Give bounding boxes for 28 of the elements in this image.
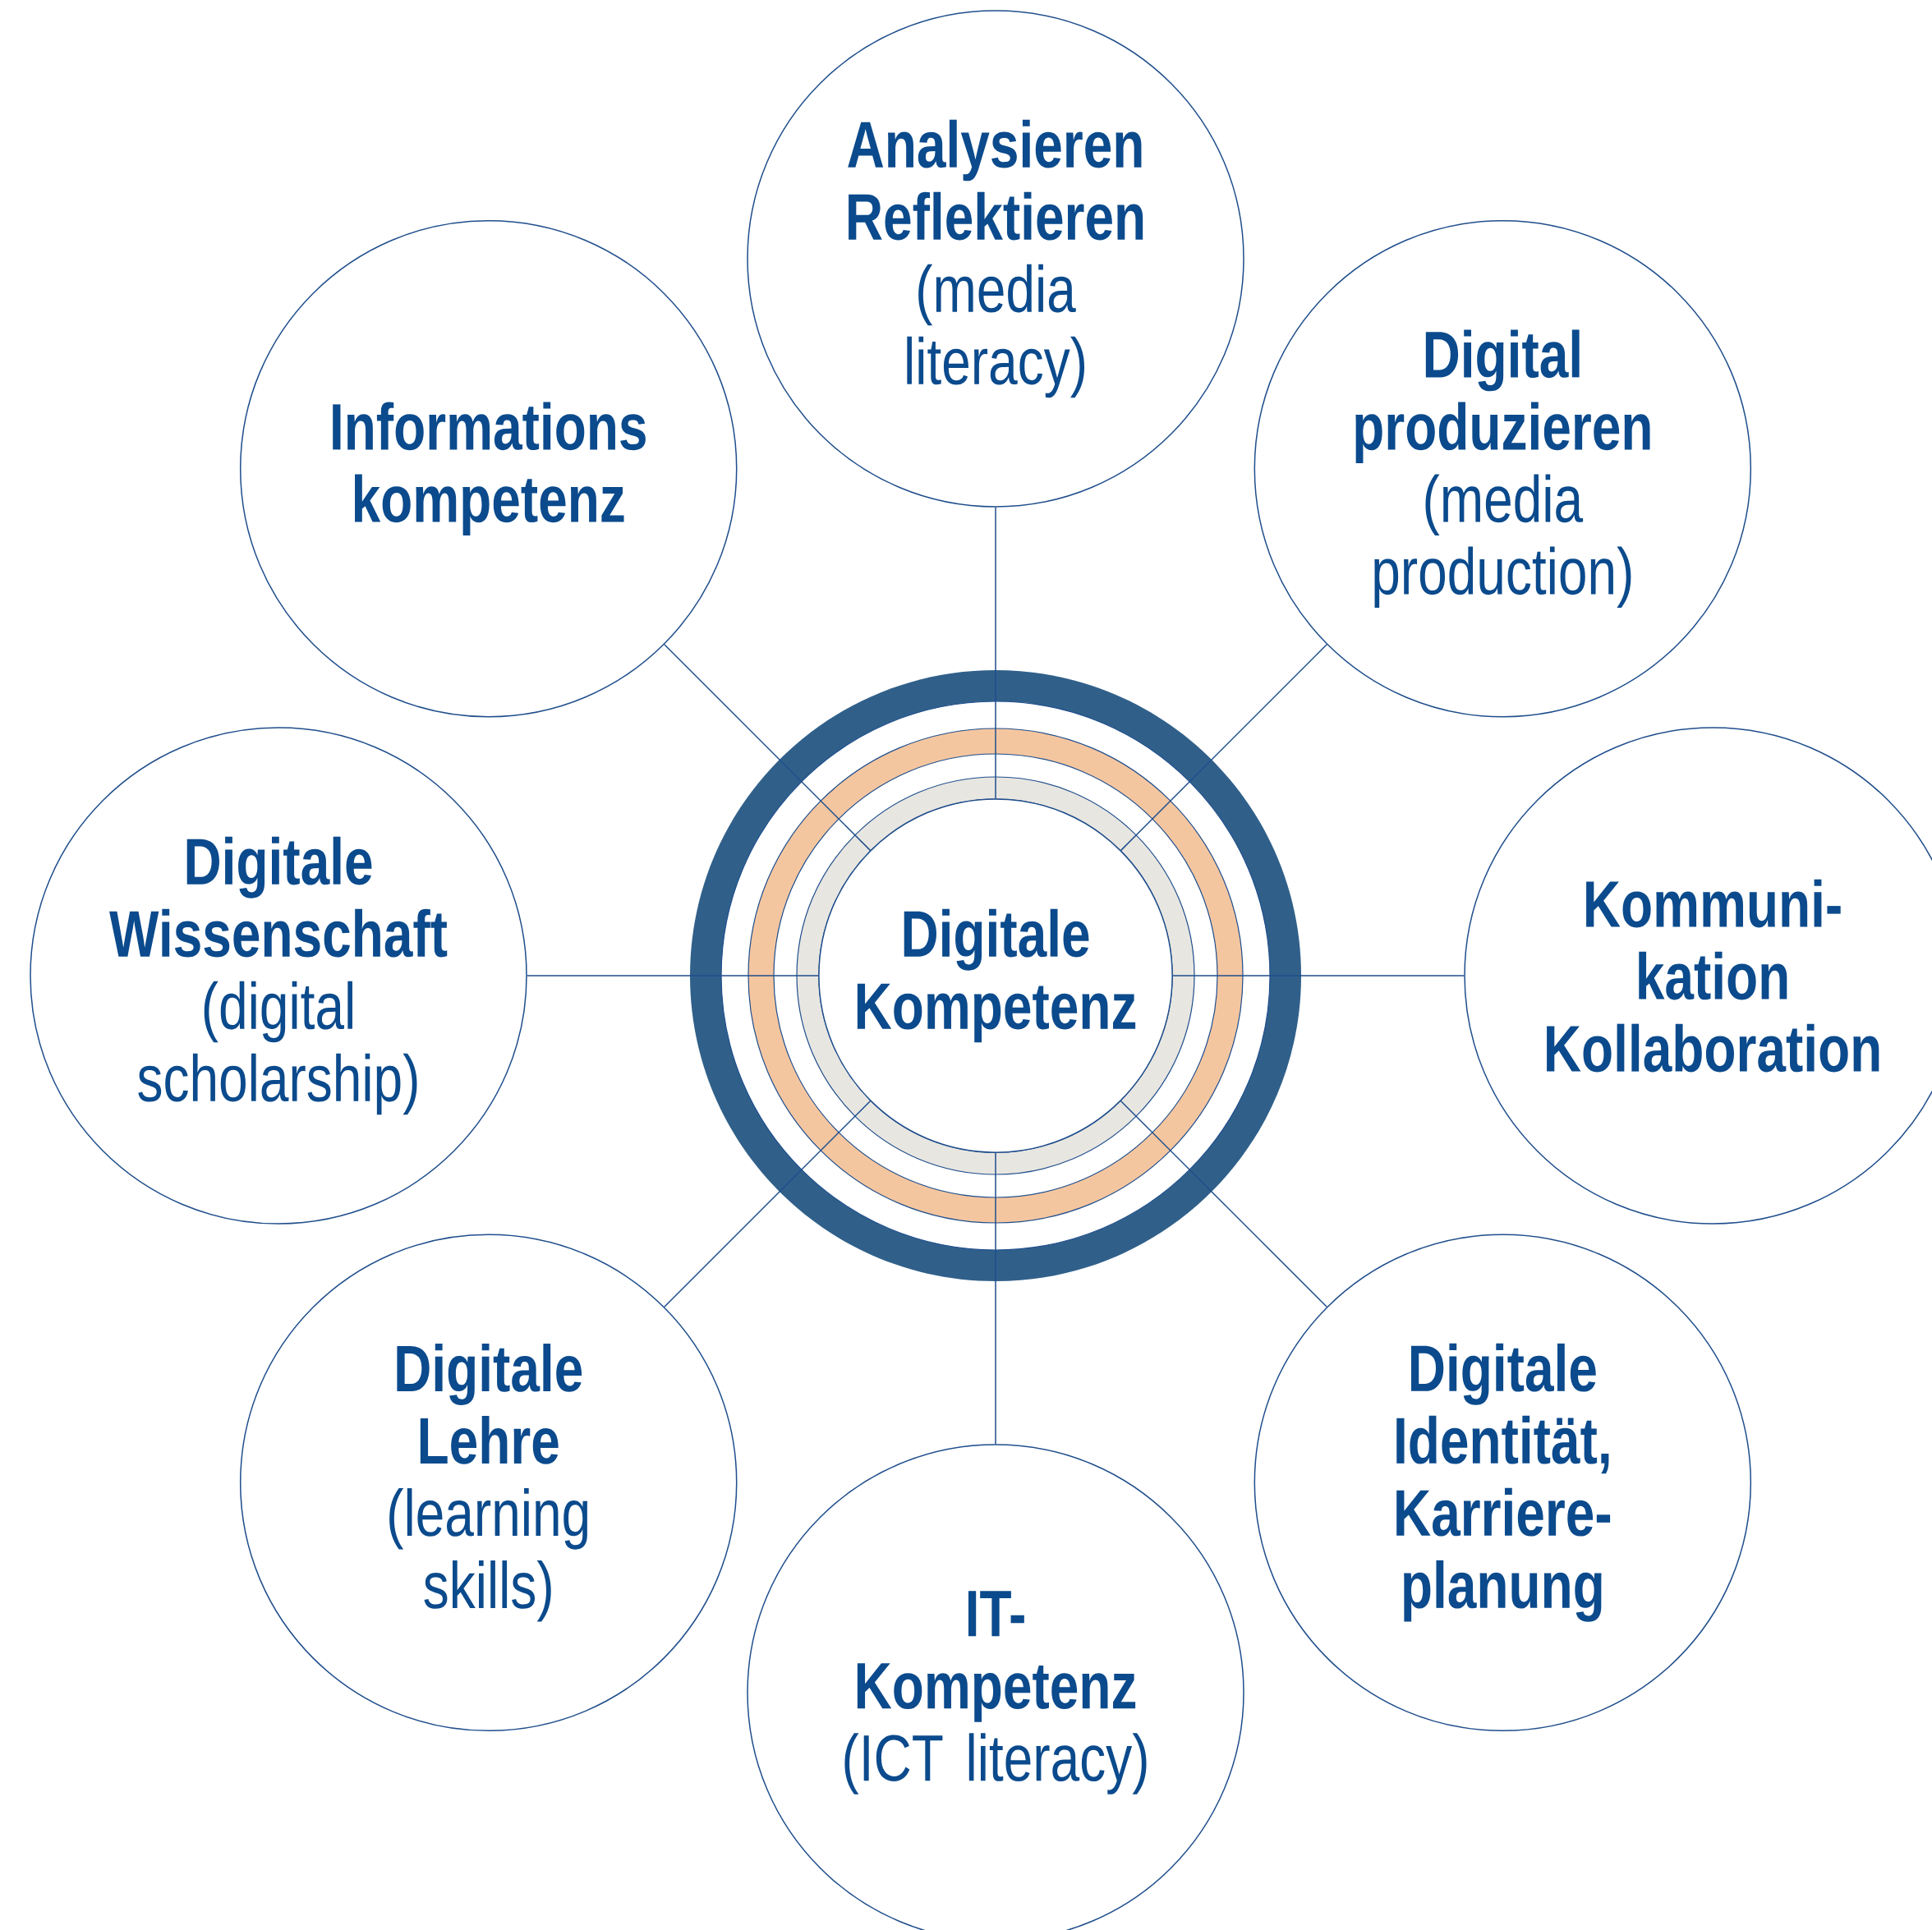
subtitle-text: (digital scholarship)	[138, 981, 417, 1115]
connector-line	[1120, 1100, 1327, 1307]
connector-line	[995, 1152, 996, 1445]
connector-line	[664, 1100, 872, 1307]
heading-text: Digitale Kompetenz	[857, 908, 1136, 1043]
heading-text: Digitale Identität, Karriere- planung	[1396, 1343, 1611, 1622]
topic-circle	[1254, 219, 1752, 718]
connector-line	[664, 644, 872, 852]
heading-text: Analysieren Reflektieren	[848, 119, 1143, 241]
subtitle-text: (media literacy)	[907, 264, 1085, 398]
topic-circle	[747, 10, 1244, 508]
subtitle-text: (ICT literacy)	[844, 1733, 1147, 1794]
topic-circle	[239, 219, 738, 718]
connector-line	[1120, 644, 1327, 852]
topic-circle	[1254, 1234, 1752, 1732]
connector-line	[527, 975, 819, 976]
heading-text: Digitale Wissenschaft	[109, 836, 448, 958]
topic-circle	[30, 727, 527, 1225]
heading-text: Digital produzieren	[1355, 329, 1650, 463]
heading-text: Digitale Lehre	[397, 1344, 582, 1464]
heading-text: Kommuni- kation Kollaboration	[1547, 879, 1879, 1073]
topic-circle	[239, 1234, 738, 1732]
connector-line	[995, 507, 996, 799]
heading-text: Informations kompetenz	[333, 402, 646, 535]
connector-line	[1172, 975, 1465, 976]
subtitle-text: (learning skills)	[389, 1488, 588, 1622]
subtitle-text: (media production)	[1374, 474, 1631, 608]
heading-text: IT- Kompetenz	[857, 1591, 1136, 1722]
